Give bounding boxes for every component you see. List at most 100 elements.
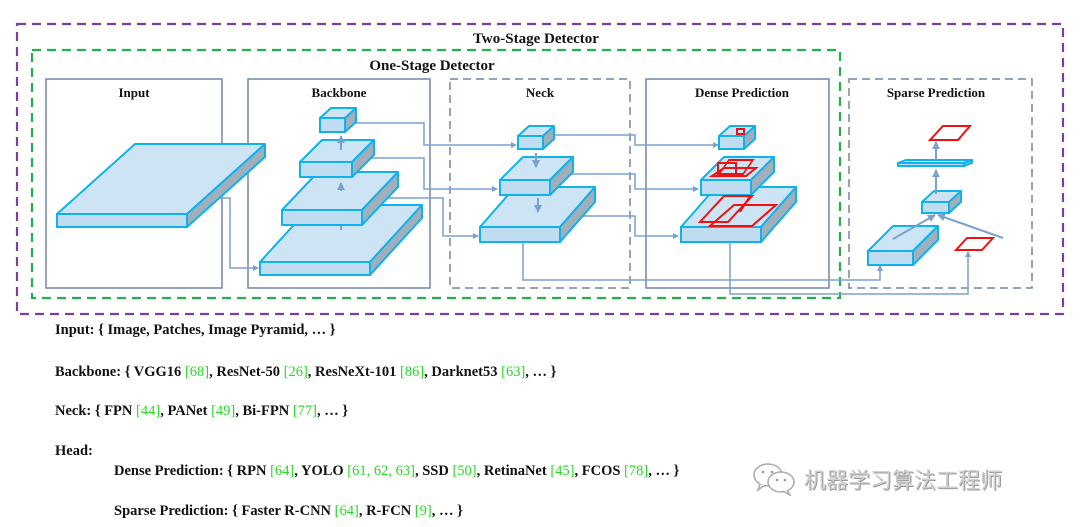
legend-item-reference: [9] [414,503,432,519]
connector-neck-top-dense [555,134,719,148]
panel-dense-prediction: Dense Prediction [645,78,830,289]
bbox-large-1 [697,195,755,223]
backbone-level-4 [319,107,357,133]
legend-line-dense: Dense Prediction: { RPN [64], YOLO [61, … [114,463,680,479]
sparse-roi-pooled-front [921,201,950,214]
legend-suffix: , … } [431,503,463,519]
legend-item-name: Patches [153,322,201,338]
panel-backbone: Backbone [247,78,431,289]
legend-item-reference: [64] [270,463,295,479]
dense-level-2-front [700,179,752,196]
legend-item-reference: [77] [292,403,317,419]
feature-blocks [56,107,973,276]
wechat-icon [753,463,795,496]
legend-item-name: RetinaNet [483,463,547,479]
neck-level-2 [499,156,574,196]
legend-item-name: Bi-FPN [242,403,290,419]
legend-item-reference: [45] [550,463,575,479]
legend-line-input: Input: { Image, Patches, Image Pyramid, … [55,322,336,338]
legend-prefix: Neck: { [55,403,105,419]
bbox-large-2 [707,204,779,227]
panel-neck: Neck [449,78,631,289]
one-stage-title: One-Stage Detector [369,58,495,74]
sparse-arrow-1 [892,214,936,240]
connector-neck-mid-dense [565,173,699,192]
legend-line-backbone: Backbone: { VGG16 [68], ResNet-50 [26], … [55,364,557,380]
legend-item-name: SSD [422,463,449,479]
backbone-level-1-front [259,261,371,276]
panel-input-label: Input [118,85,150,100]
legend-item-reference: [78] [624,463,649,479]
input-image-block-front [56,213,188,228]
backbone-level-4-front [319,117,346,133]
sparse-output-box [927,125,973,141]
legend-item-reference: [64] [334,503,359,519]
bbox-large-cross [739,195,751,213]
bbox-small-top [736,128,745,135]
legend-item-name: ResNeXt-101 [315,364,397,380]
backbone-level-3 [299,139,375,178]
dense-level-3 [718,125,756,150]
legend-item-name: R-FCN [366,503,412,519]
legend-item-name: FCOS [581,463,621,479]
legend-prefix: Sparse Prediction: { [114,503,242,519]
panel-sparse-prediction: Sparse Prediction [848,78,1033,289]
sparse-roi-features-front [867,250,914,266]
legend-item-reference: [86] [400,364,425,380]
yolo-architecture-diagram: Two-Stage Detector One-Stage Detector In… [15,22,1065,316]
backbone-level-2 [281,171,399,226]
legend-item-name: Image Pyramid [208,322,305,338]
red-boxes [697,125,996,251]
neck-level-1-front [479,226,561,243]
legend-item-reference: [44] [136,403,161,419]
legend-item-reference: [68] [184,364,210,380]
dense-level-1 [680,186,797,243]
legend-item-reference: [63] [501,364,526,380]
sparse-fc-layer-front [897,162,965,167]
legend-item-reference: [26] [283,364,308,380]
connector-bb-l2-neck [380,197,479,239]
sparse-roi-features [867,225,939,266]
legend-suffix: , … } [304,322,336,338]
legend-item-name: Darknet53 [431,364,498,380]
legend-item-name: Image [107,322,147,338]
sparse-arrow-2 [937,213,1004,239]
sparse-fc-layer [897,159,973,167]
legend-line-neck: Neck: { FPN [44], PANet [49], Bi-FPN [77… [55,403,349,419]
panel-backbone-label: Backbone [312,85,367,100]
legend-suffix: , … } [648,463,680,479]
legend-prefix: Backbone: { [55,364,134,380]
panel-sparse-label: Sparse Prediction [887,85,986,100]
legend-item-name: FPN [104,403,133,419]
panel-dense-label: Dense Prediction [695,85,790,100]
two-stage-title: Two-Stage Detector [473,31,599,47]
connectors [185,122,971,295]
watermark: 机器学习算法工程师 [752,462,1002,496]
dense-level-3-front [718,135,745,150]
backbone-level-2-front [281,209,363,226]
input-image-block [56,143,266,228]
legend-prefix: Dense Prediction: { [114,463,237,479]
legend-item-name: YOLO [300,463,344,479]
bbox-mid-3 [708,167,759,177]
legend-item-name: VGG16 [133,364,182,380]
legend-item-reference: [61, 62, 63] [347,463,415,479]
legend-line-head: Head: [55,443,93,460]
one-stage-frame [30,48,842,300]
connector-bb-l4-neck [345,122,517,148]
legend-item-name: Faster R-CNN [241,503,332,519]
legend-item-reference: [50] [452,463,477,479]
dense-level-1-front [680,226,762,243]
connector-neck-bot-dense [580,215,679,239]
legend-item-name: RPN [236,463,267,479]
sparse-proposal-box [953,237,996,251]
legend-item-reference: [49] [211,403,236,419]
connector-bb-l3-neck [370,157,498,192]
legend-prefix: Head: [55,443,93,459]
neck-level-2-front [499,179,551,196]
neck-level-3-front [517,135,544,150]
legend-suffix: , … } [525,364,557,380]
legend-prefix: Input: { [55,322,108,338]
backbone-level-3-front [299,161,353,178]
sparse-roi-pooled [921,190,962,214]
